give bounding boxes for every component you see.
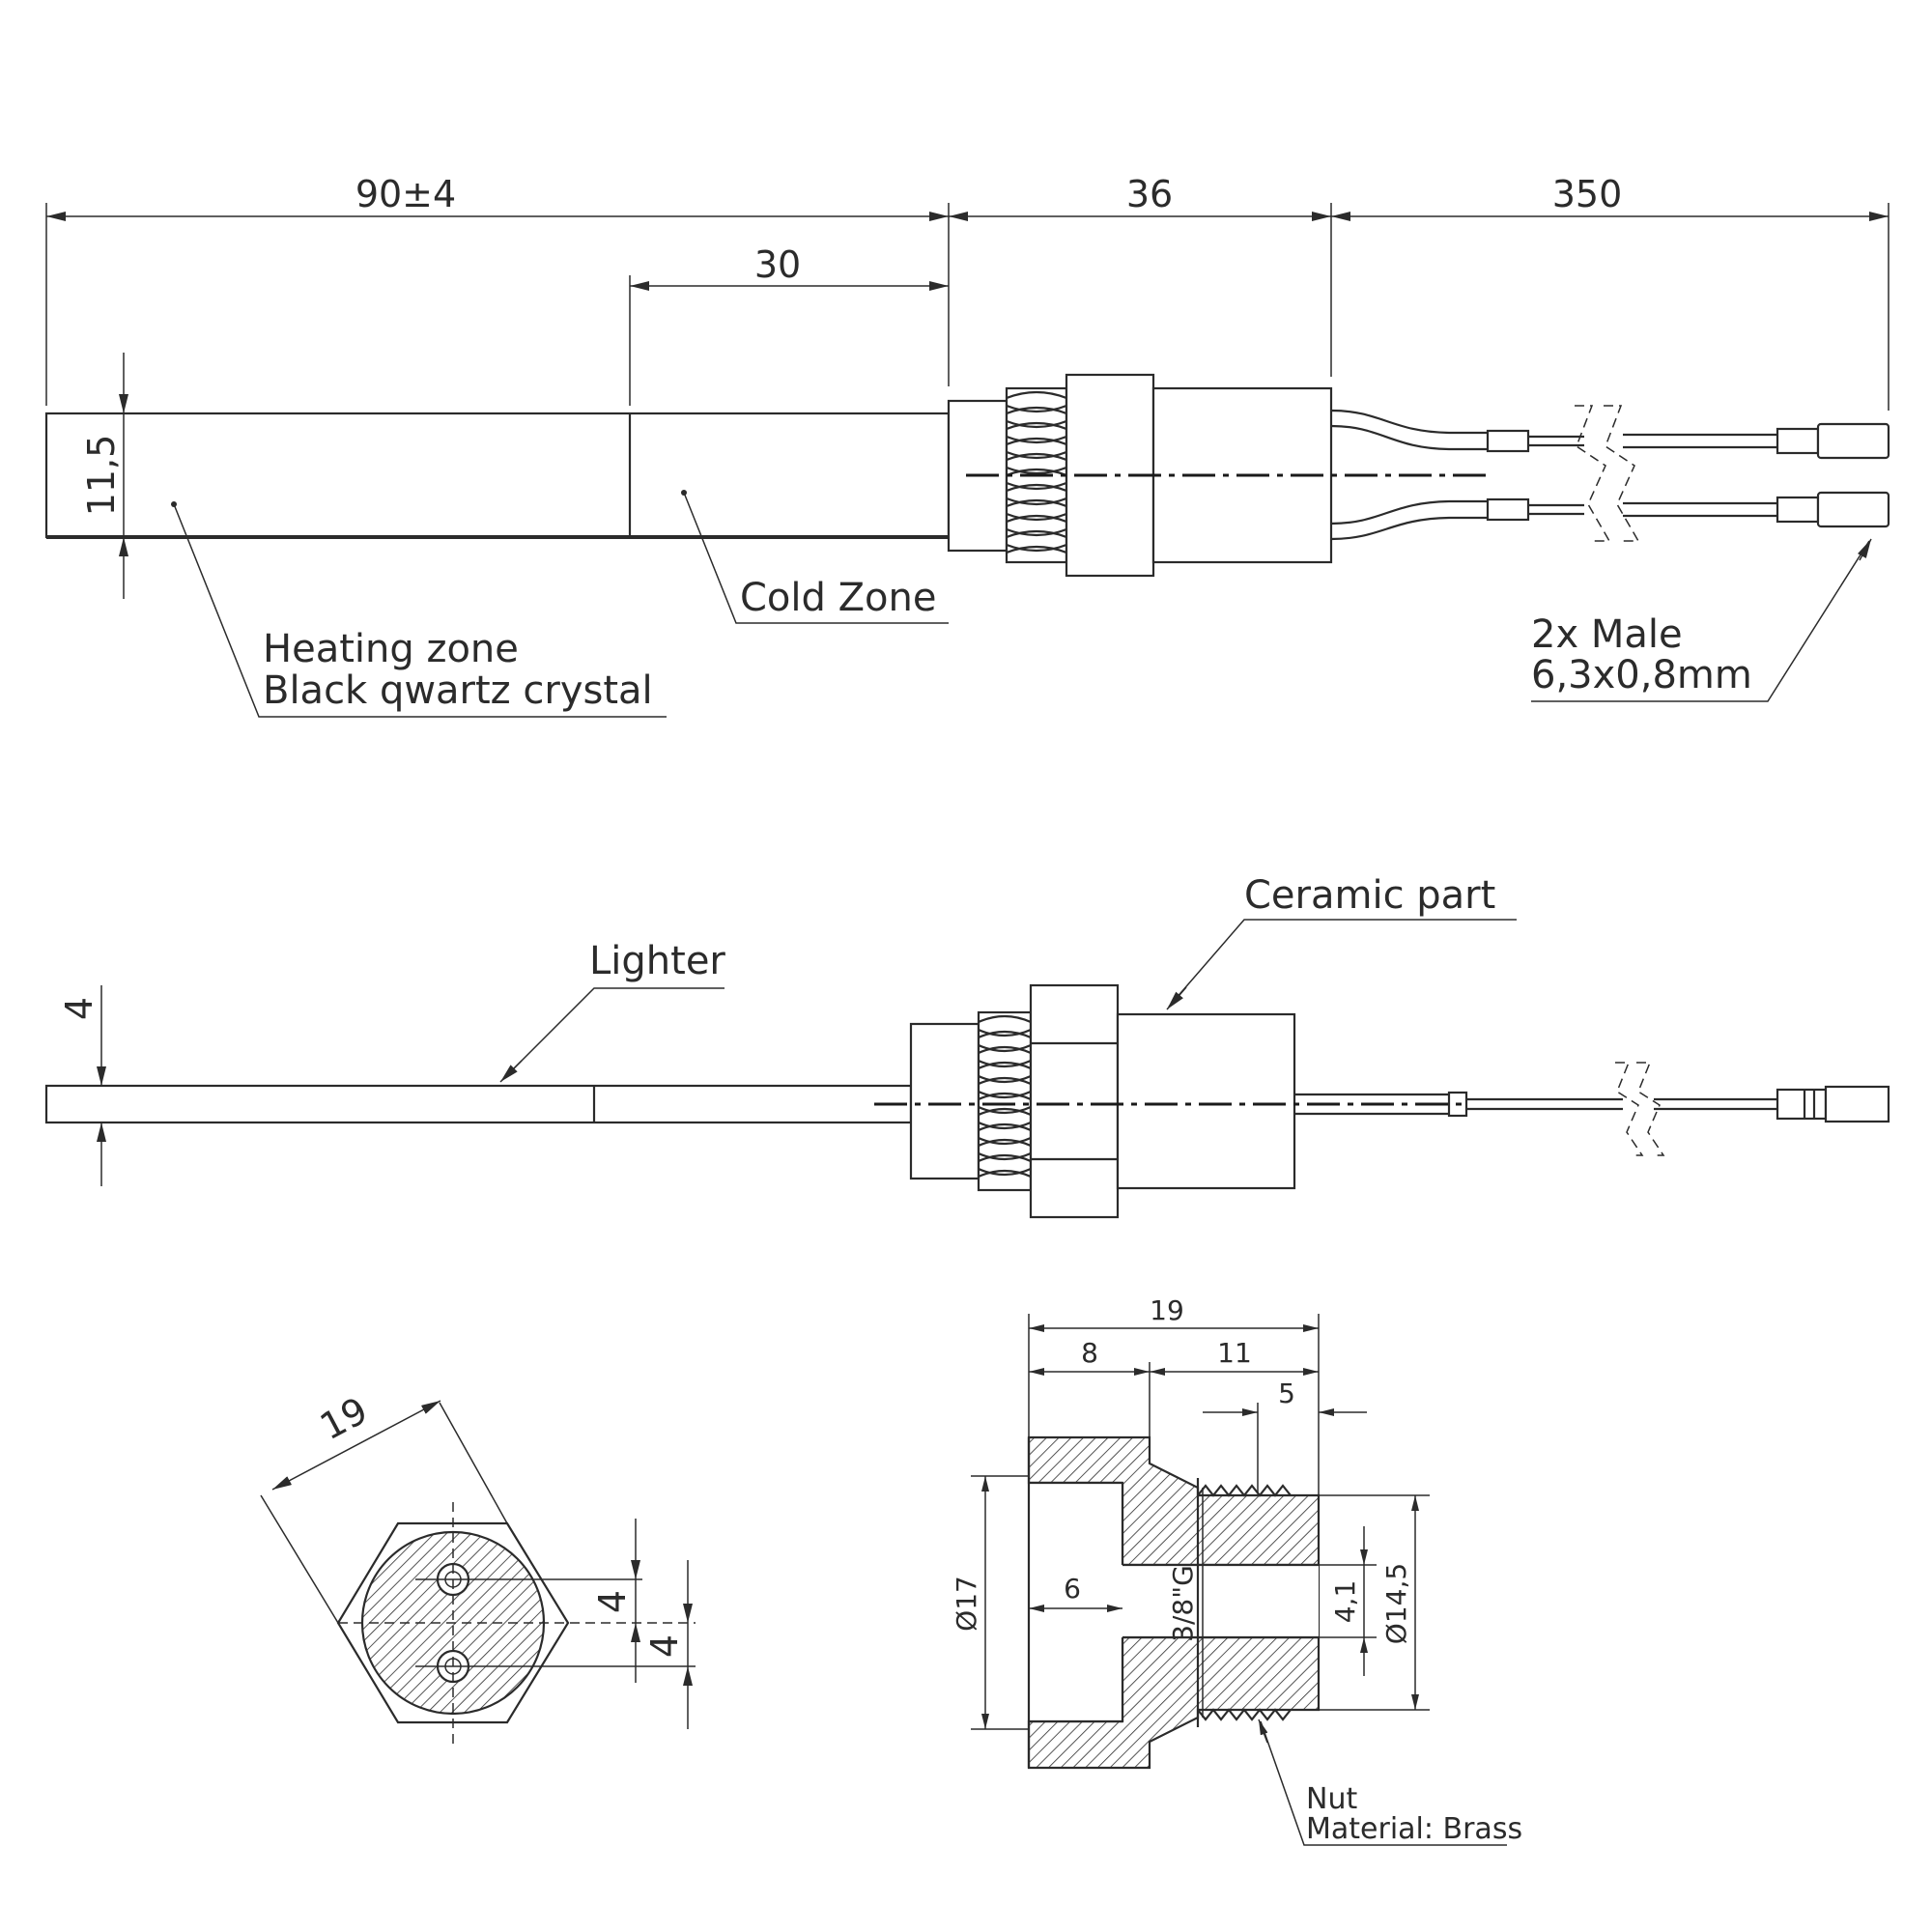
dim-hole-upper: 4 xyxy=(591,1590,634,1613)
nut-section-view: 19 8 11 5 Ø17 6 3/8"G 4,1 Ø14,5 N xyxy=(951,1294,1522,1846)
thread-marks-side xyxy=(978,1014,1032,1179)
dim-cable-length: 350 xyxy=(1552,173,1623,215)
label-lighter: Lighter xyxy=(589,939,725,983)
dim-thread-end: 5 xyxy=(1278,1378,1295,1409)
ceramic-body-side xyxy=(1116,1012,1296,1190)
dim-body-length: 36 xyxy=(1126,173,1173,215)
terminal-lower xyxy=(1816,491,1890,528)
heater-rod xyxy=(44,412,951,539)
dim-heater-length: 90±4 xyxy=(355,173,456,215)
dim-across-flats: 19 xyxy=(313,1389,374,1449)
label-nut: Nut xyxy=(1306,1782,1357,1816)
label-terminal-size: 6,3x0,8mm xyxy=(1531,653,1752,697)
side-view: 4 Lighter xyxy=(44,873,1890,1219)
dim-line-across-flats xyxy=(271,1400,441,1491)
wire-lower xyxy=(1330,491,1890,541)
thread-teeth-bottom xyxy=(1197,1708,1292,1721)
thread-marks xyxy=(1006,390,1067,554)
dim-nut-length: 19 xyxy=(1150,1294,1184,1326)
top-view: 90±4 36 350 30 11,5 xyxy=(44,173,1890,718)
dim-rod-thickness: 4 xyxy=(58,997,100,1020)
label-terminal-type: 2x Male xyxy=(1531,612,1683,657)
label-nut-material: Material: Brass xyxy=(1306,1812,1522,1846)
dim-thread-length: 11 xyxy=(1217,1337,1252,1369)
hex-nut-side xyxy=(1029,983,1120,1219)
dim-hole-lower: 4 xyxy=(643,1634,686,1658)
label-cold-zone: Cold Zone xyxy=(740,576,936,620)
threaded-section-side xyxy=(977,1010,1033,1192)
label-heating-material: Black qwartz crystal xyxy=(263,668,653,713)
label-heating-zone: Heating zone xyxy=(263,627,519,671)
thread-teeth-top xyxy=(1197,1484,1292,1497)
wire-upper xyxy=(1330,409,1890,460)
dim-bore-inner: 4,1 xyxy=(1329,1580,1361,1624)
dim-cold-zone: 30 xyxy=(754,243,801,286)
hex-end-view: 19 4 4 xyxy=(260,1389,696,1744)
dim-outer-diameter: Ø17 xyxy=(951,1576,982,1632)
dim-flange: 8 xyxy=(1081,1337,1098,1369)
break-mark-side xyxy=(1615,1062,1644,1156)
lighter-rod-side xyxy=(44,1084,913,1124)
dim-rod-height: 11,5 xyxy=(80,435,123,517)
label-ceramic-part: Ceramic part xyxy=(1244,873,1495,918)
thread-collar-side xyxy=(909,1022,980,1180)
terminal-side xyxy=(1824,1085,1890,1123)
dim-thread-diameter: Ø14,5 xyxy=(1380,1563,1412,1644)
break-mark-top xyxy=(1575,405,1611,542)
dim-thread-spec: 3/8"G xyxy=(1167,1565,1199,1642)
dim-bore-depth: 6 xyxy=(1064,1573,1081,1605)
terminal-upper xyxy=(1816,422,1890,460)
